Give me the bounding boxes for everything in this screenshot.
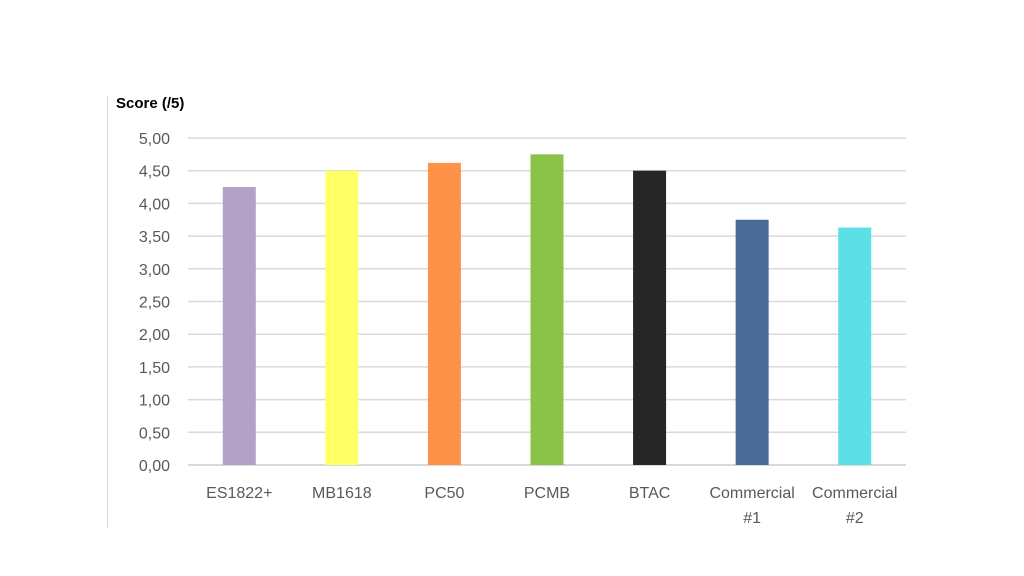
y-tick-label: 3,00	[139, 262, 170, 279]
y-tick-label: 1,00	[139, 393, 170, 410]
x-tick-label: Commercial#1	[709, 485, 794, 527]
x-tick-label: ES1822+	[206, 485, 272, 502]
left-divider	[107, 96, 108, 528]
y-tick-label: 3,50	[139, 229, 170, 246]
bar	[530, 154, 564, 465]
y-tick-label: 4,00	[139, 196, 170, 213]
y-tick-label: 2,00	[139, 327, 170, 344]
bar	[427, 162, 461, 466]
y-tick-label: 5,00	[139, 131, 170, 148]
bar	[222, 187, 256, 466]
y-tick-label: 0,00	[139, 458, 170, 475]
y-tick-label: 2,50	[139, 295, 170, 312]
bar	[838, 227, 872, 465]
x-tick-label: PCMB	[524, 485, 570, 502]
y-axis-label: Score (/5)	[116, 95, 185, 112]
x-tick-label: BTAC	[629, 485, 670, 502]
y-tick-label: 0,50	[139, 425, 170, 442]
bar	[325, 170, 359, 465]
x-tick-label: PC50	[424, 485, 464, 502]
bar	[633, 170, 667, 465]
x-tick-label: Commercial#2	[812, 485, 897, 527]
y-tick-label: 4,50	[139, 164, 170, 181]
bar	[735, 219, 769, 465]
x-tick-label: MB1618	[312, 485, 372, 502]
y-tick-label: 1,50	[139, 360, 170, 377]
